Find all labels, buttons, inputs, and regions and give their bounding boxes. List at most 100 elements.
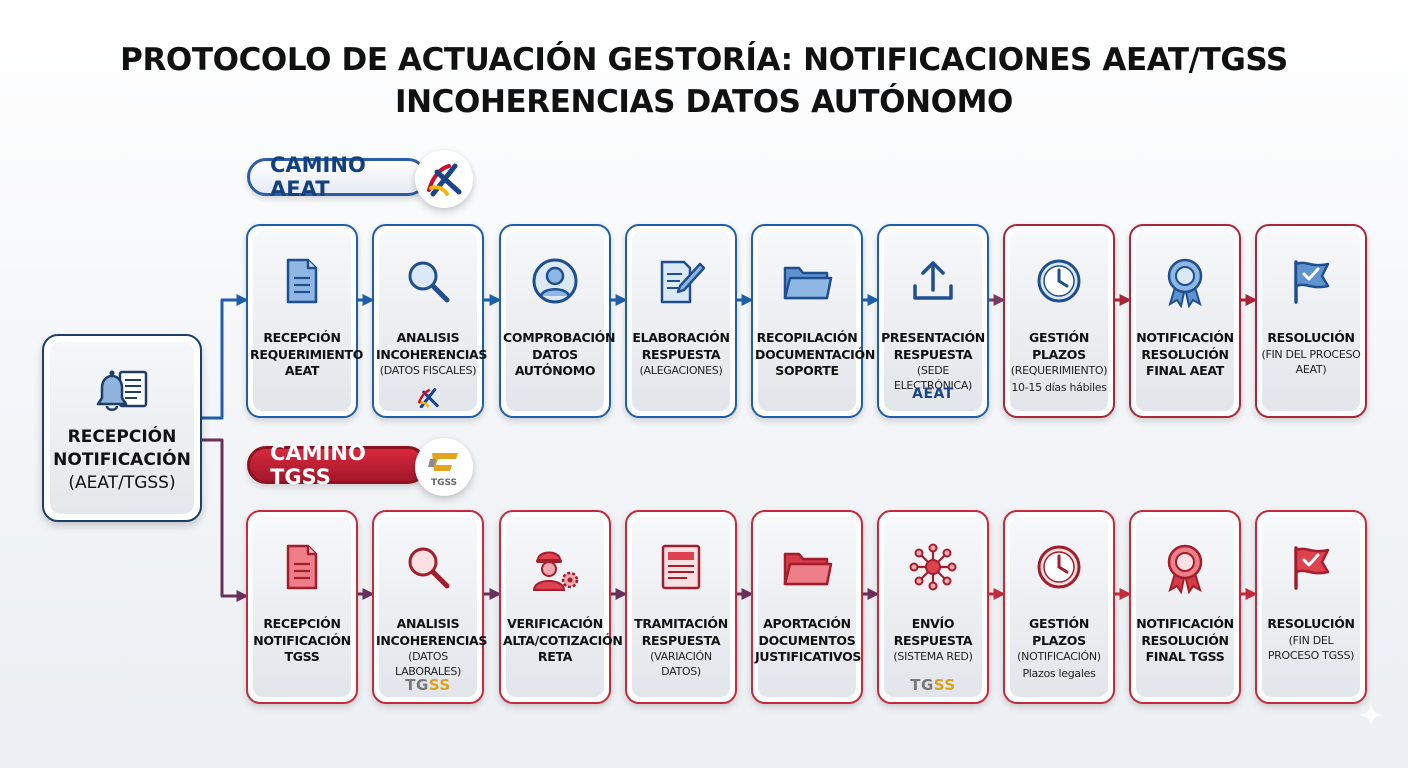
aeat-path-label: CAMINO AEAT <box>247 153 427 201</box>
step-title: ALTA/COTIZACIÓN <box>503 632 623 648</box>
worker-gear-icon <box>501 542 609 598</box>
step-title: RESPUESTA <box>893 346 973 362</box>
user-circle-icon <box>501 256 609 312</box>
step-title: INCOHERENCIAS <box>376 632 488 648</box>
step-title: RECEPCIÓN <box>263 616 341 631</box>
branch-arrow-tgss <box>202 438 249 602</box>
aeat-step-1[interactable]: RECEPCIÓN REQUERIMIENTO AEAT <box>246 224 363 418</box>
step-subtitle: (VARIACIÓN DATOS) <box>650 650 712 678</box>
tgss-step-6[interactable]: ENVÍO RESPUESTA (SISTEMA RED) TGSS <box>877 510 989 704</box>
step-title: TGSS <box>284 649 320 664</box>
step-subtitle: (SISTEMA RED) <box>893 650 973 663</box>
aeat-logo-icon <box>415 150 473 208</box>
clock-icon <box>1005 542 1113 598</box>
aeat-step-9[interactable]: RESOLUCIÓN (FIN DEL PROCESO AEAT) <box>1255 224 1367 418</box>
aeat-step-7[interactable]: GESTIÓN PLAZOS (REQUERIMIENTO) 10-15 día… <box>1003 224 1115 418</box>
flag-check-icon <box>1257 542 1365 598</box>
step-title: DOCUMENTOS <box>758 632 856 648</box>
step-title: RESOLUCIÓN <box>1141 346 1229 362</box>
aeat-step-3[interactable]: COMPROBACIÓN DATOS AUTÓNOMO <box>499 224 616 418</box>
magnifier-icon <box>374 542 482 598</box>
aeat-step-5[interactable]: RECOPILACIÓN DOCUMENTACIÓN SOPORTE <box>751 224 876 418</box>
step-subtitle: (DATOS FISCALES) <box>379 364 477 377</box>
tgss-step-5[interactable]: APORTACIÓN DOCUMENTOS JUSTIFICATIVOS <box>751 510 863 704</box>
step-title: GESTIÓN <box>1029 330 1089 345</box>
step-title: FINAL AEAT <box>1145 363 1225 378</box>
sparkle-icon <box>1356 700 1386 735</box>
step-title: DATOS <box>532 346 578 362</box>
step-title: RESPUESTA <box>641 346 721 362</box>
tgss-logo-icon: TGSS <box>415 438 473 496</box>
step-title: FINAL TGSS <box>1145 649 1225 664</box>
step-title: RECOPILACIÓN <box>756 330 858 345</box>
step-subtitle: (FIN DEL PROCESO AEAT) <box>1261 347 1361 376</box>
document-pen-icon <box>627 256 735 312</box>
tgss-step-1[interactable]: RECEPCIÓN NOTIFICACIÓN TGSS <box>246 510 358 704</box>
step-title: SOPORTE <box>775 363 839 378</box>
step-title: PLAZOS <box>1032 632 1086 648</box>
start-notification-card[interactable]: RECEPCIÓN NOTIFICACIÓN (AEAT/TGSS) <box>42 334 202 522</box>
tgss-badge-text: TGSS <box>431 478 457 488</box>
step-title: APORTACIÓN <box>763 616 851 631</box>
branch-arrow-aeat <box>202 294 249 420</box>
tgss-step-2[interactable]: ANALISIS INCOHERENCIAS (DATOS LABORALES)… <box>372 510 488 704</box>
step-title: ANALISIS <box>396 616 460 631</box>
step-subtitle: (FIN DEL PROCESO TGSS) <box>1267 633 1355 662</box>
tgss-text-logo: TGSS <box>374 676 482 694</box>
aeat-step-2[interactable]: ANALISIS INCOHERENCIAS (DATOS FISCALES) <box>372 224 488 418</box>
step-title: ELABORACIÓN <box>632 330 730 345</box>
step-title: PRESENTACIÓN <box>881 330 985 345</box>
aeat-text-logo: AEAT <box>912 386 954 402</box>
step-subtitle: (DATOS LABORALES) <box>395 650 461 678</box>
tgss-logo-text: TGSS <box>910 676 956 694</box>
step-title: AUTÓNOMO <box>514 363 596 378</box>
tgss-step-8[interactable]: NOTIFICACIÓN RESOLUCIÓN FINAL TGSS <box>1129 510 1241 704</box>
aeat-step-8[interactable]: NOTIFICACIÓN RESOLUCIÓN FINAL AEAT <box>1129 224 1241 418</box>
step-title: RESPUESTA <box>641 632 721 648</box>
step-title: RESOLUCIÓN <box>1267 616 1355 631</box>
step-title: TRAMITACIÓN <box>634 616 728 631</box>
step-title: COMPROBACIÓN <box>503 330 616 345</box>
step-title: JUSTIFICATIVOS <box>755 649 862 664</box>
document-icon <box>248 256 356 312</box>
start-title-line1: RECEPCIÓN <box>67 427 177 447</box>
step-title: RESOLUCIÓN <box>1267 330 1355 345</box>
step-subtitle: (NOTIFICACIÓN) <box>1017 650 1101 663</box>
step-title: VERIFICACIÓN <box>507 616 603 631</box>
start-title-line3: (AEAT/TGSS) <box>68 473 176 493</box>
step-title: DOCUMENTACIÓN <box>755 346 876 362</box>
flag-check-icon <box>1257 256 1365 312</box>
award-ribbon-icon <box>1131 256 1239 312</box>
aeat-step-6[interactable]: PRESENTACIÓN RESPUESTA (SEDE ELECTRÓNICA… <box>877 224 989 418</box>
step-title: RETA <box>537 649 573 664</box>
step-title: RECEPCIÓN <box>263 330 341 345</box>
aeat-step-4[interactable]: ELABORACIÓN RESPUESTA (ALEGACIONES) <box>625 224 737 418</box>
form-document-icon <box>627 542 735 598</box>
step-subtitle: (REQUERIMIENTO) <box>1010 364 1108 377</box>
magnifier-icon <box>374 256 482 312</box>
step-title: NOTIFICACIÓN <box>1136 330 1234 345</box>
page-subtitle: INCOHERENCIAS DATOS AUTÓNOMO <box>394 84 1014 120</box>
tgss-path-label: CAMINO TGSS <box>247 441 427 489</box>
bell-document-icon <box>44 366 200 416</box>
tgss-step-4[interactable]: TRAMITACIÓN RESPUESTA (VARIACIÓN DATOS) <box>625 510 737 704</box>
step-title: NOTIFICACIÓN <box>253 632 351 648</box>
step-title: AEAT <box>284 363 320 378</box>
step-title: INCOHERENCIAS <box>376 346 488 362</box>
award-ribbon-icon <box>1131 542 1239 598</box>
tgss-step-9[interactable]: RESOLUCIÓN (FIN DEL PROCESO TGSS) <box>1255 510 1367 704</box>
step-subtitle: (SEDE ELECTRÓNICA) <box>893 364 973 392</box>
step-title: NOTIFICACIÓN <box>1136 616 1234 631</box>
step-title: PLAZOS <box>1032 346 1086 362</box>
step-title: ENVÍO <box>911 616 955 631</box>
clock-icon <box>1005 256 1113 312</box>
aeat-small-logo-icon <box>374 386 482 413</box>
step-title: ANALISIS <box>396 330 460 345</box>
folder-icon <box>753 542 861 598</box>
tgss-step-3[interactable]: VERIFICACIÓN ALTA/COTIZACIÓN RETA <box>499 510 623 704</box>
step-subtitle: (ALEGACIONES) <box>639 364 723 377</box>
tgss-text-logo: TGSS <box>879 676 987 694</box>
step-title: RESPUESTA <box>893 632 973 648</box>
tgss-step-7[interactable]: GESTIÓN PLAZOS (NOTIFICACIÓN) Plazos leg… <box>1003 510 1115 704</box>
document-icon <box>248 542 356 598</box>
